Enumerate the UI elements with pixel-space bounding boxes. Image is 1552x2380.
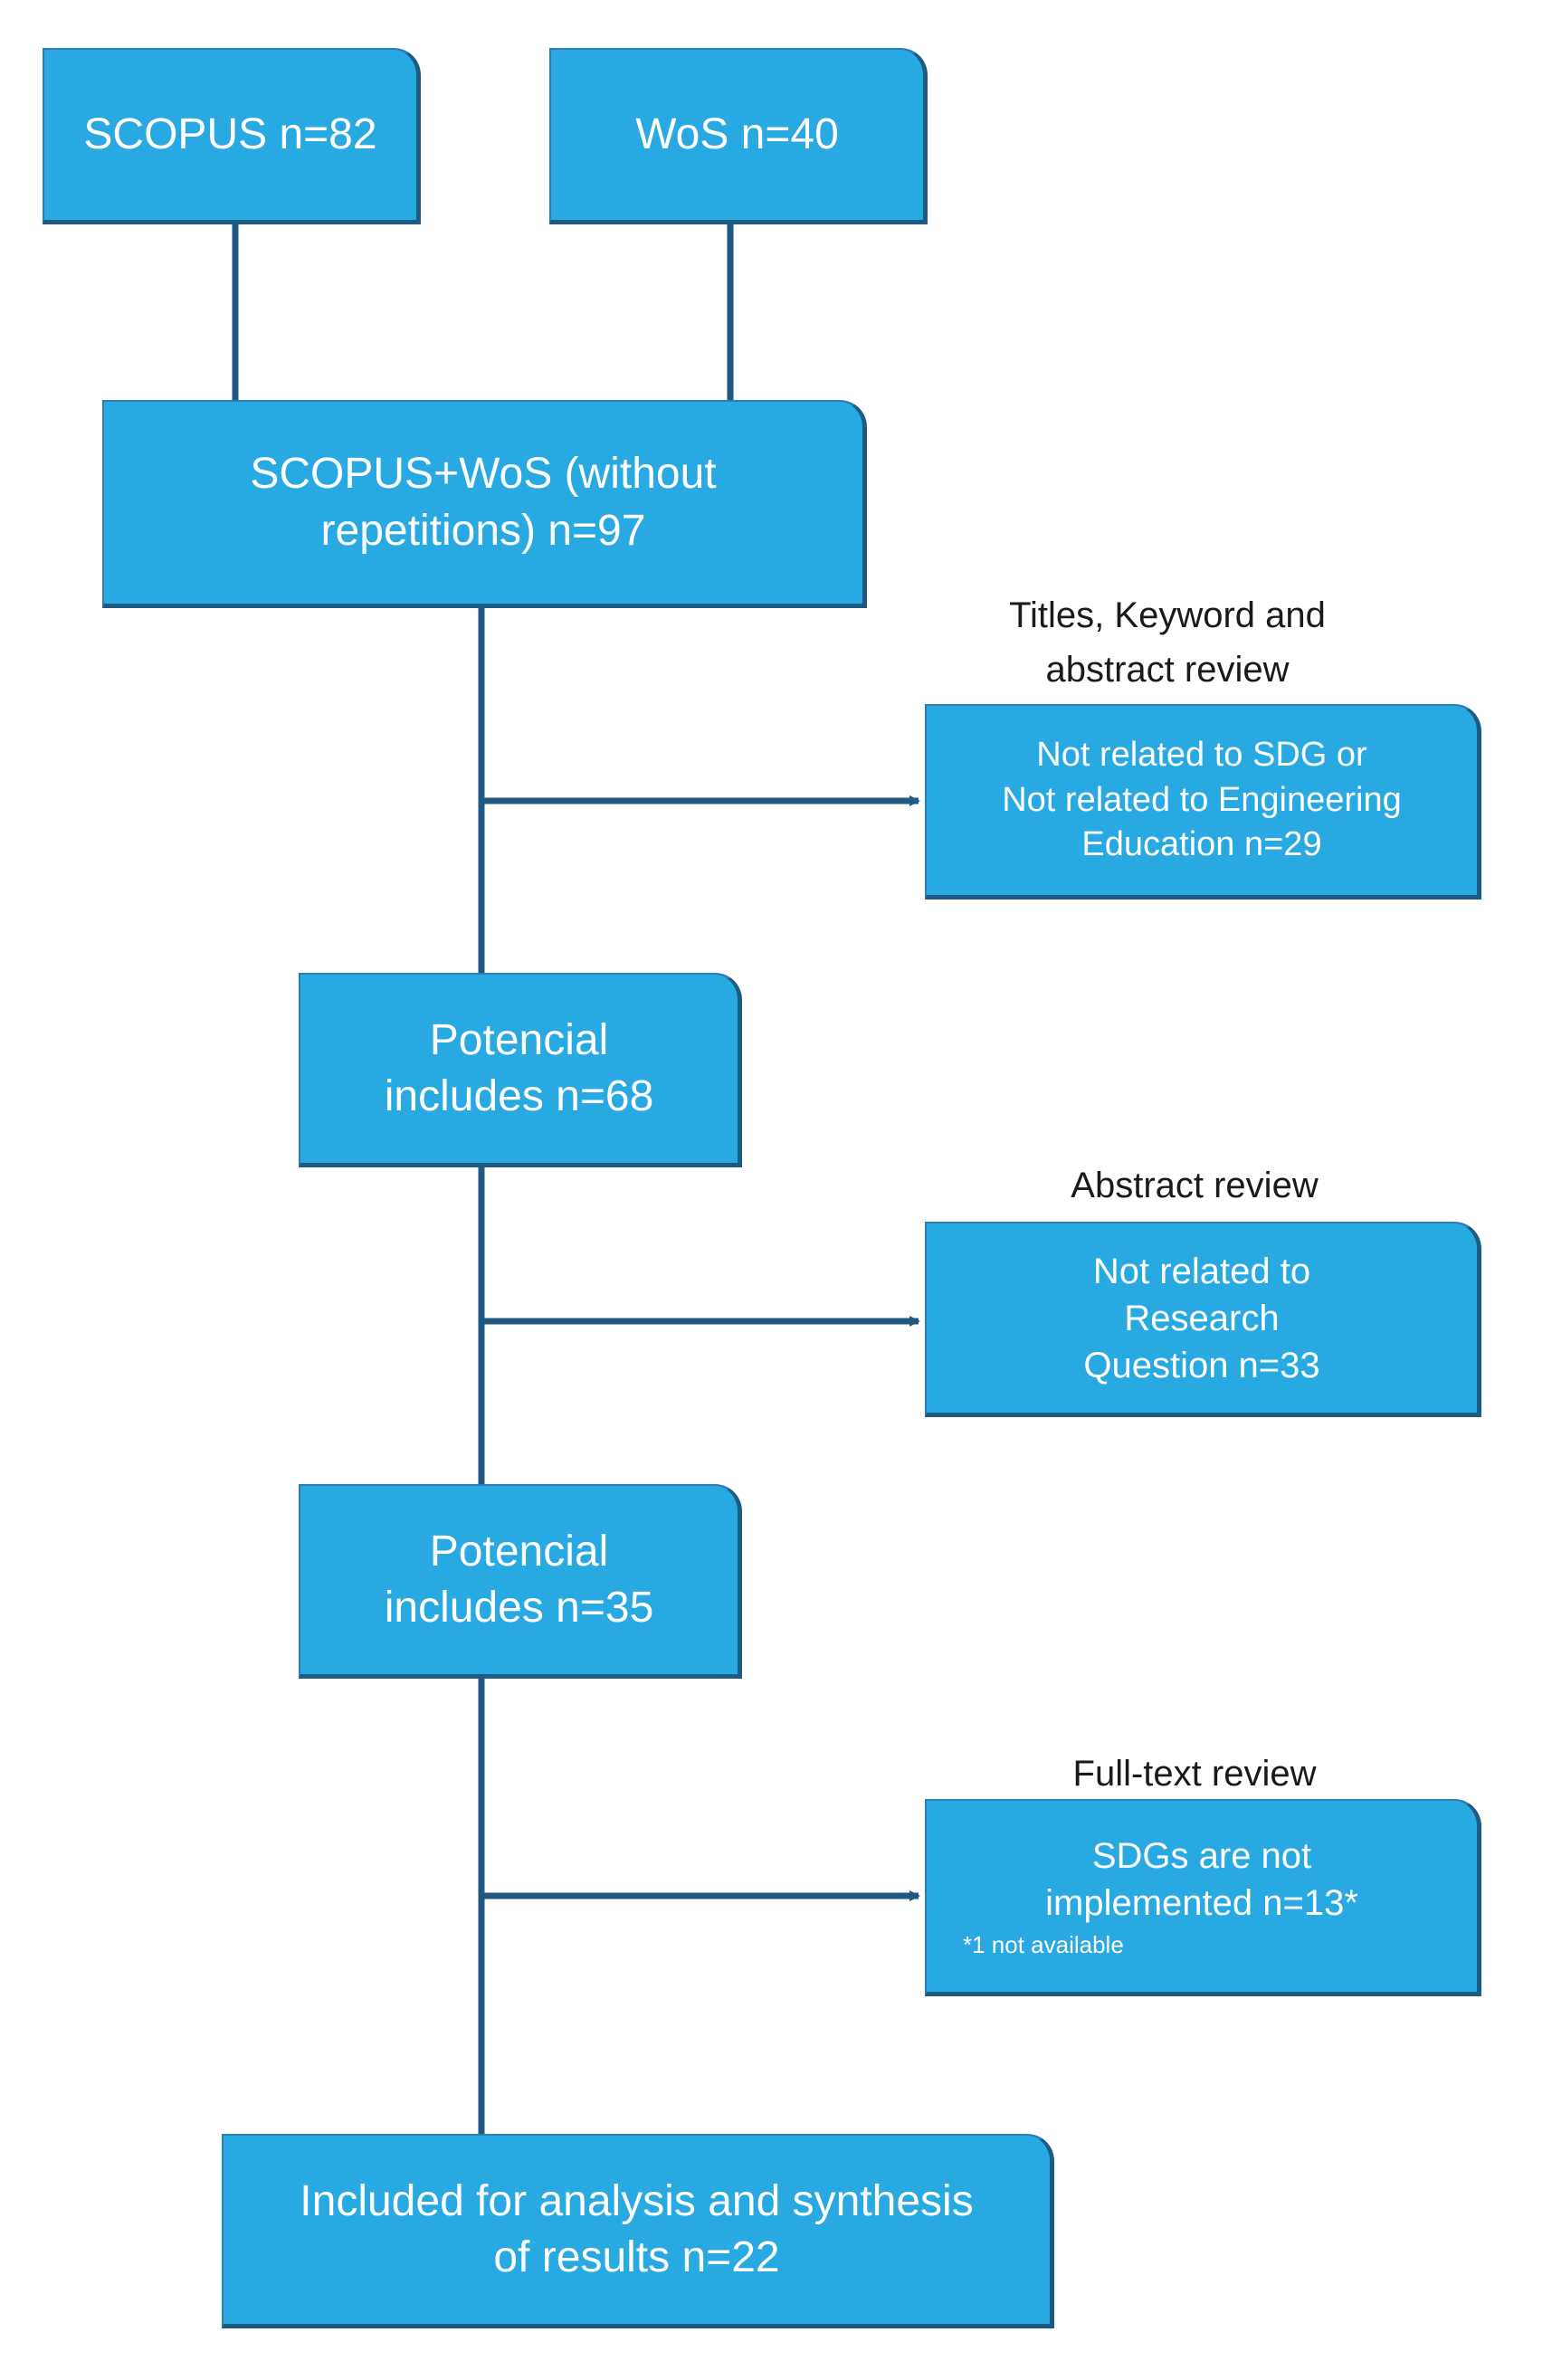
exclusion-3-footnote: *1 not available bbox=[963, 1930, 1124, 1958]
exclusion-box-3: SDGs are not implemented n=13* *1 not av… bbox=[925, 1799, 1481, 1996]
exclusion-1-line-3: Education n=29 bbox=[1081, 825, 1322, 864]
review-label-1-line-1: Titles, Keyword and bbox=[1009, 595, 1326, 635]
review-label-2-text: Abstract review bbox=[1071, 1166, 1319, 1205]
merged-line-1: SCOPUS+WoS (without bbox=[250, 450, 717, 499]
exclusion-2-line-1: Not related to bbox=[1092, 1251, 1311, 1291]
exclusion-box-1: Not related to SDG or Not related to Eng… bbox=[925, 704, 1481, 900]
merged-line-2: repetitions) n=97 bbox=[320, 506, 646, 555]
exclusion-2-line-2: Research bbox=[1124, 1298, 1280, 1338]
review-label-1: Titles, Keyword and abstract review bbox=[905, 588, 1430, 697]
potential-68-line-1: Potencial bbox=[429, 1015, 609, 1064]
scopus-box: SCOPUS n=82 bbox=[43, 48, 421, 224]
exclusion-1-line-1: Not related to SDG or bbox=[1036, 736, 1367, 775]
potential-includes-68-box: Potencial includes n=68 bbox=[299, 973, 742, 1167]
review-label-3: Full-text review bbox=[932, 1747, 1457, 1801]
included-final-box: Included for analysis and synthesis of r… bbox=[222, 2134, 1054, 2328]
wos-count: WoS n=40 bbox=[635, 109, 839, 158]
review-label-3-text: Full-text review bbox=[1072, 1754, 1317, 1794]
potential-includes-35-box: Potencial includes n=35 bbox=[299, 1484, 742, 1679]
final-line-2: of results n=22 bbox=[493, 2233, 780, 2281]
exclusion-box-2: Not related to Research Question n=33 bbox=[925, 1222, 1481, 1417]
final-line-1: Included for analysis and synthesis bbox=[300, 2176, 974, 2225]
exclusion-3-line-2: implemented n=13* bbox=[1045, 1882, 1358, 1923]
exclusion-3-line-1: SDGs are not bbox=[1091, 1835, 1312, 1876]
exclusion-2-line-3: Question n=33 bbox=[1083, 1345, 1320, 1385]
wos-box: WoS n=40 bbox=[549, 48, 928, 224]
potential-35-line-1: Potencial bbox=[429, 1527, 609, 1576]
exclusion-1-line-2: Not related to Engineering bbox=[1002, 780, 1402, 819]
potential-68-line-2: includes n=68 bbox=[384, 1072, 654, 1120]
potential-35-line-2: includes n=35 bbox=[384, 1584, 654, 1632]
review-label-2: Abstract review bbox=[932, 1158, 1457, 1213]
review-label-1-line-2: abstract review bbox=[1045, 650, 1290, 690]
merged-box: SCOPUS+WoS (without repetitions) n=97 bbox=[102, 400, 867, 608]
scopus-count: SCOPUS n=82 bbox=[83, 109, 377, 158]
